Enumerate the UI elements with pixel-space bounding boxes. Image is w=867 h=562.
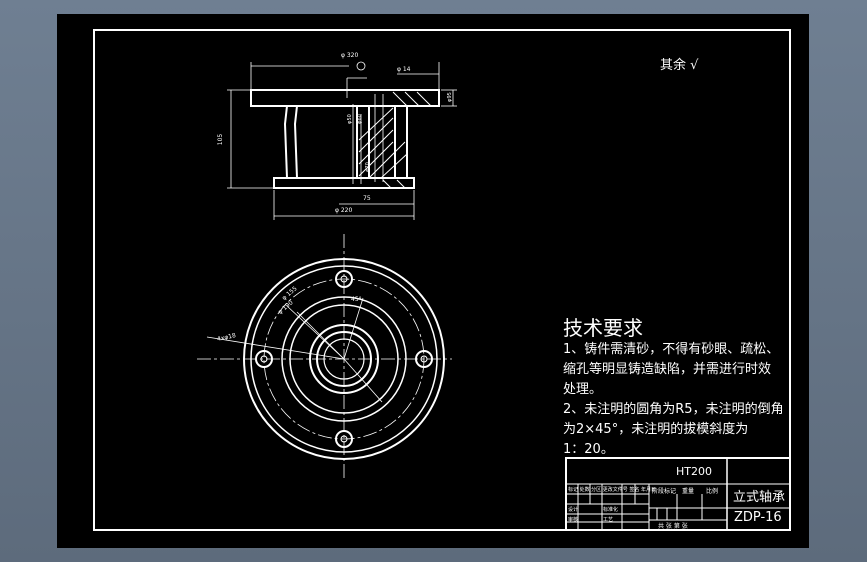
dim-bottom-diameter: φ 220 xyxy=(335,207,353,214)
title-block-grid xyxy=(565,457,791,531)
tech-requirements-title: 技术要求 xyxy=(563,316,643,340)
tech-line-5: 为2×45°，未注明的拔模斜度为 xyxy=(563,422,749,437)
dim-top-diameter: φ 320 xyxy=(341,52,359,59)
top-view xyxy=(197,234,452,478)
drawing-canvas[interactable]: φ 320 φ 14 105 75 φ 220 φ50 φ60 φ70 φ95 … xyxy=(57,14,809,548)
tech-line-2: 缩孔等明显铸造缺陷，并需进行时效 xyxy=(563,362,772,377)
tech-line-6: 1：20。 xyxy=(563,442,614,457)
drawing-number: ZDP-16 xyxy=(734,510,782,525)
cad-drawing xyxy=(93,29,791,531)
part-name: 立式轴承 xyxy=(733,490,786,505)
title-block: HT200 立式轴承 ZDP-16 标记 处数 分区 更改文件号 签名 年月日 … xyxy=(566,458,790,530)
sheet-label: 共 张 第 张 xyxy=(658,523,688,530)
row-design: 设计 xyxy=(568,507,579,513)
row-process: 工艺 xyxy=(603,517,614,523)
scale-label: 比例 xyxy=(706,488,719,495)
section-view xyxy=(250,89,440,189)
dim-60: φ60 xyxy=(356,114,363,124)
dim-height: 105 xyxy=(217,133,225,146)
stage-mark: 阶段标记 xyxy=(652,488,677,495)
weight-label: 重量 xyxy=(682,488,695,495)
revision-header: 标记 处数 分区 更改文件号 签名 年月日 xyxy=(568,487,656,493)
dim-50: φ50 xyxy=(346,114,353,124)
dim-hole: φ 14 xyxy=(397,66,411,73)
surface-roughness-note: 其余 √ xyxy=(660,58,699,73)
tech-line-1: 1、铸件需清砂，不得有砂眼、疏松、 xyxy=(563,342,780,357)
dim-angle: 45° xyxy=(351,296,362,303)
section-dimensions xyxy=(227,61,457,220)
dim-75: 75 xyxy=(363,195,371,202)
material-label: HT200 xyxy=(676,465,712,478)
tech-line-4: 2、未注明的圆角为R5，未注明的倒角 xyxy=(563,402,784,417)
tech-line-3: 处理。 xyxy=(563,382,603,397)
row-standard: 标准化 xyxy=(603,507,619,513)
section-vertical-dims xyxy=(352,94,384,184)
dim-70: φ70 xyxy=(364,162,371,172)
row-check: 审核 xyxy=(568,517,579,523)
dim-95: φ95 xyxy=(446,92,453,102)
border-frame xyxy=(93,29,791,531)
